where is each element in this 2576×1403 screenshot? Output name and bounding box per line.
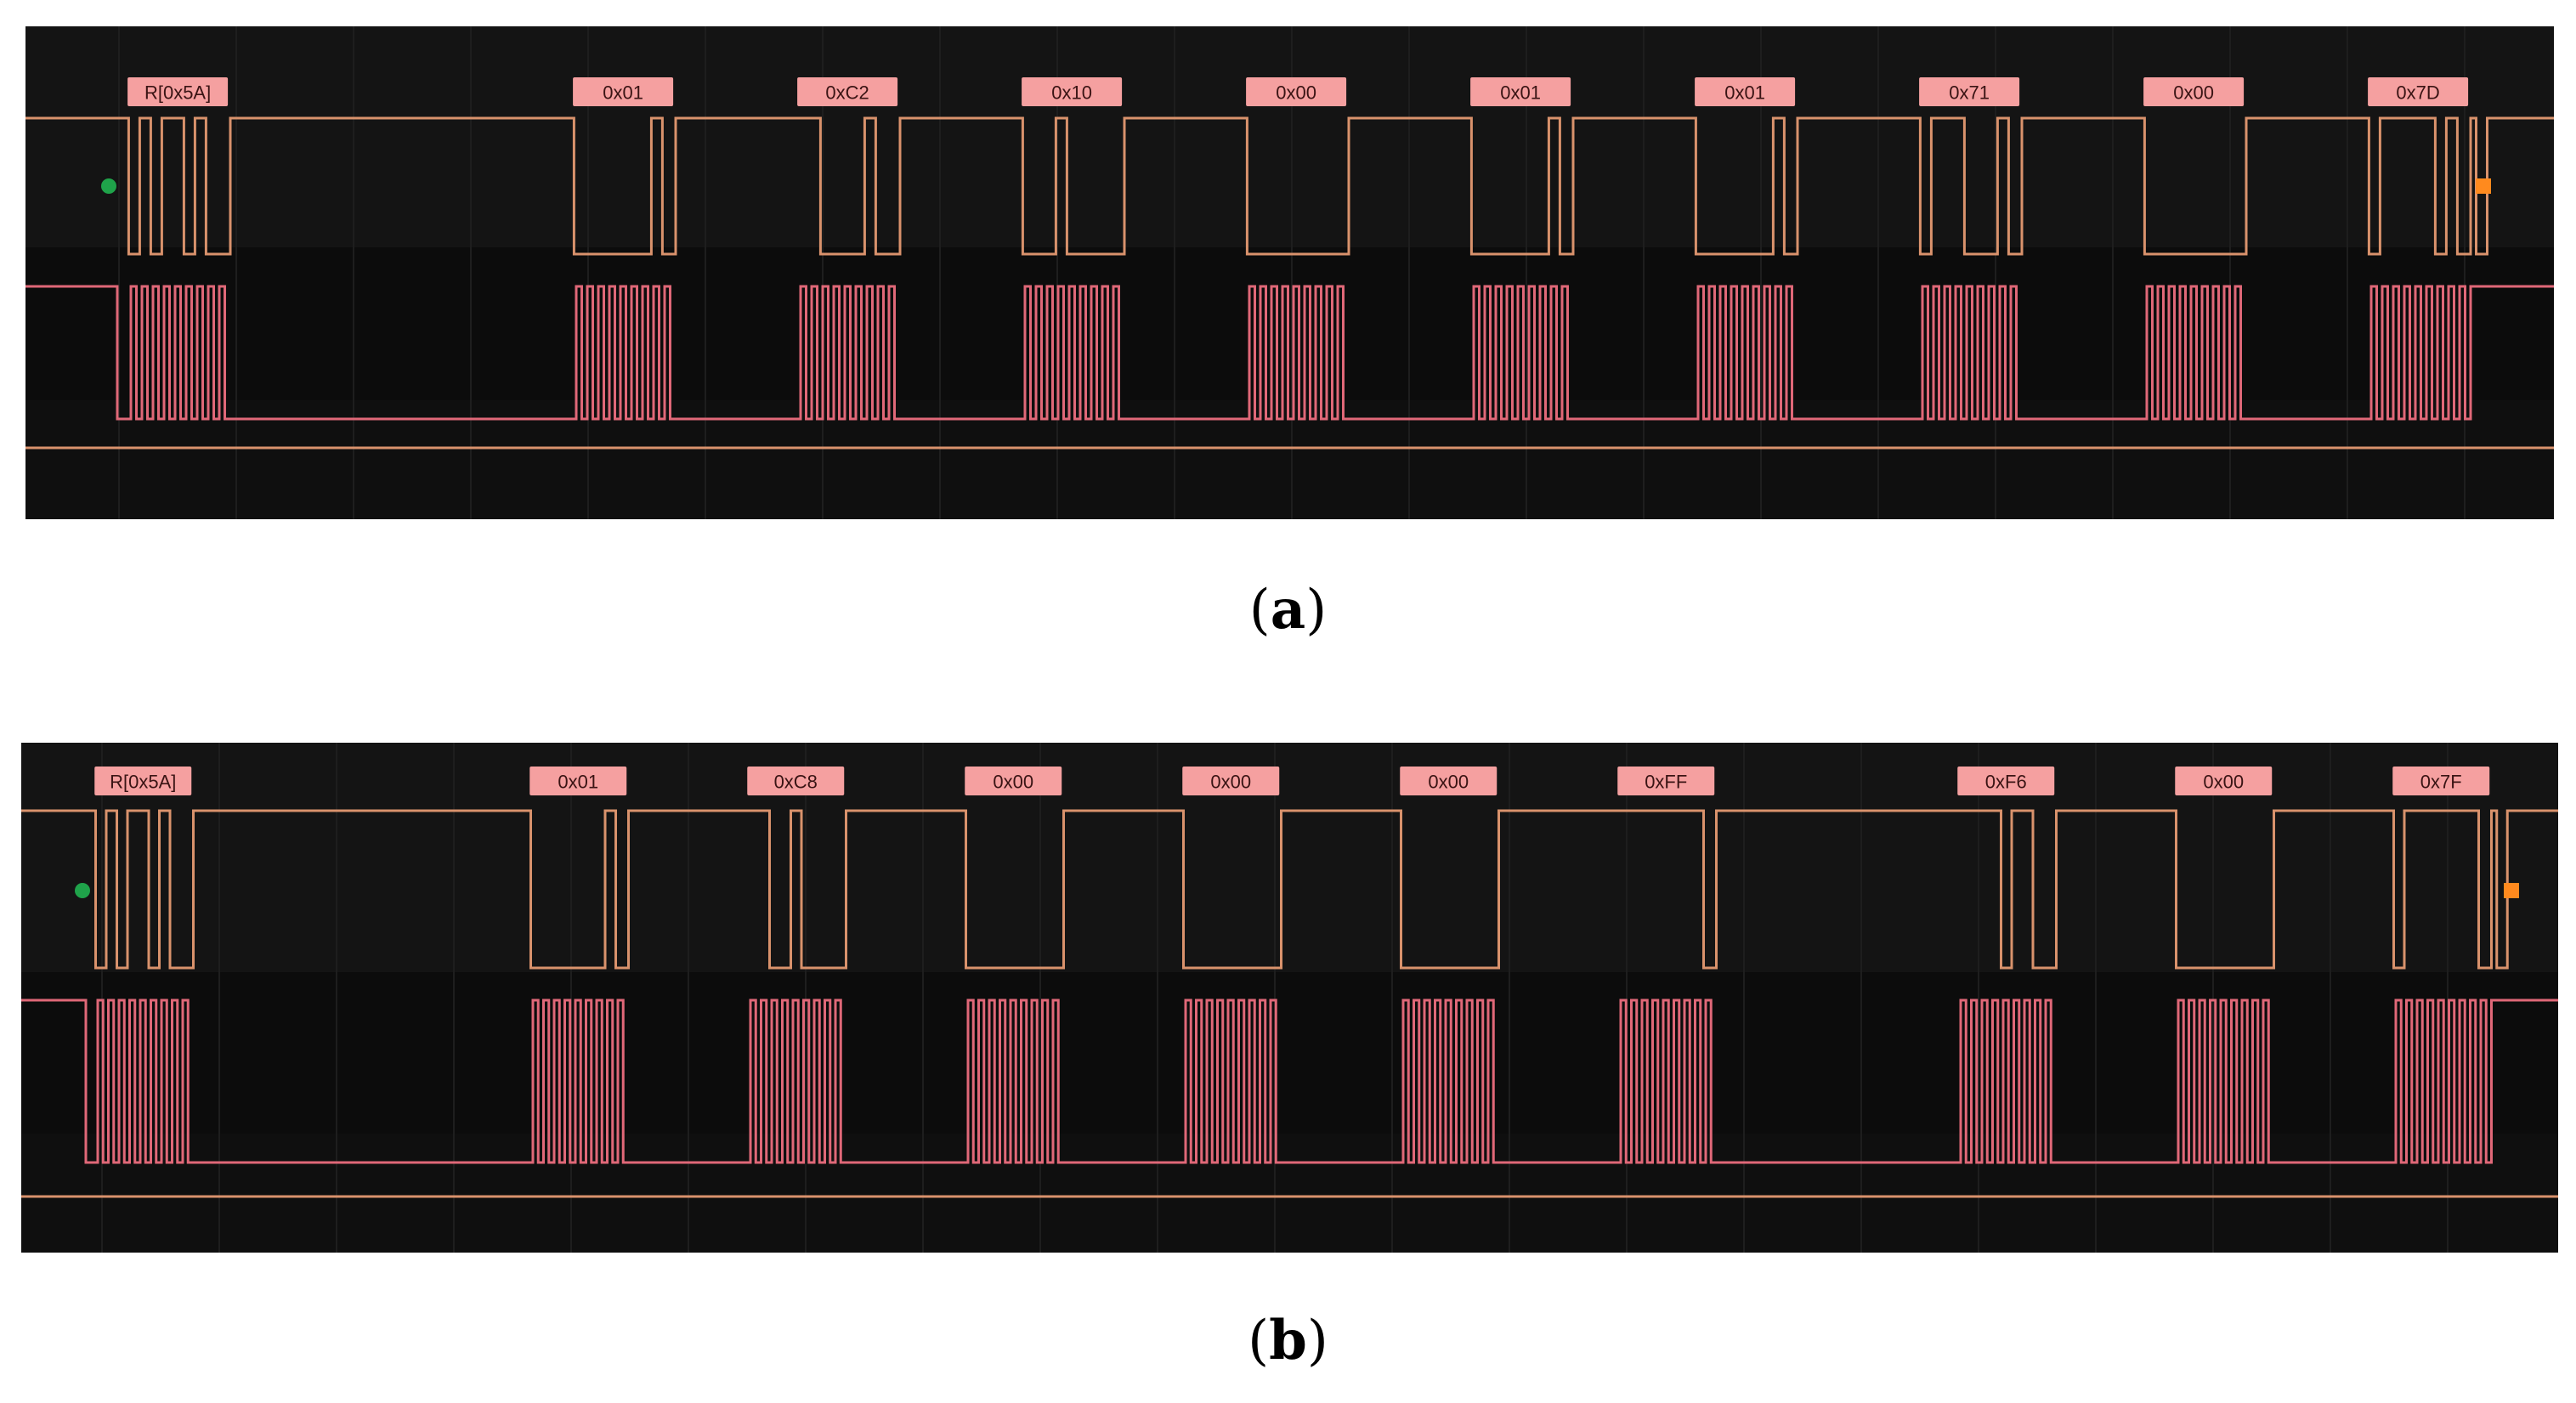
decoded-byte-label: 0x00 xyxy=(2143,77,2245,106)
svg-text:0x71: 0x71 xyxy=(1949,82,1990,104)
scl-trace xyxy=(25,285,2554,421)
decoded-byte-label: 0x01 xyxy=(1470,77,1571,106)
svg-text:0x00: 0x00 xyxy=(993,772,1033,793)
svg-text:0x01: 0x01 xyxy=(1500,82,1541,104)
waveform-canvas-b: R[0x5A] 0x01 0xC8 0x00 0x00 0x00 0xFF 0xF6 0x00 0… xyxy=(21,743,2558,1253)
waveform-panel-a: R[0x5A] 0x01 0xC2 0x10 0x00 0x01 0x01 0x71 0x00 0… xyxy=(25,26,2554,519)
svg-text:0x7D: 0x7D xyxy=(2396,82,2439,104)
svg-text:0x01: 0x01 xyxy=(558,772,598,793)
svg-text:0xC2: 0xC2 xyxy=(825,82,869,104)
start-marker-icon[interactable] xyxy=(75,883,90,898)
svg-text:0xC8: 0xC8 xyxy=(774,772,818,793)
svg-text:0x01: 0x01 xyxy=(1724,82,1765,104)
scl-lane xyxy=(25,247,2554,400)
svg-text:0xFF: 0xFF xyxy=(1645,772,1687,793)
decoded-byte-label: 0x00 xyxy=(2175,767,2273,795)
svg-text:0x00: 0x00 xyxy=(2173,82,2214,104)
decoded-byte-label: R[0x5A] xyxy=(127,77,229,106)
decoded-byte-label: 0x7D xyxy=(2368,77,2469,106)
decoded-byte-label: 0x00 xyxy=(1246,77,1347,106)
decoded-byte-label: 0x00 xyxy=(1400,767,1497,795)
decoded-byte-label: R[0x5A] xyxy=(94,767,192,795)
decoded-byte-label: 0xF6 xyxy=(1957,767,2055,795)
svg-text:R[0x5A]: R[0x5A] xyxy=(110,772,176,793)
caption-a: (a) xyxy=(1248,578,1328,642)
start-marker-icon[interactable] xyxy=(101,178,116,194)
end-marker-icon[interactable] xyxy=(2476,178,2491,194)
decoded-byte-label: 0x01 xyxy=(1695,77,1796,106)
scl-lane xyxy=(21,972,2558,1134)
svg-text:0xF6: 0xF6 xyxy=(1985,772,2027,793)
svg-text:0x00: 0x00 xyxy=(1428,772,1469,793)
svg-text:0x10: 0x10 xyxy=(1051,82,1092,104)
scl-trace xyxy=(21,999,2558,1164)
svg-text:0x7F: 0x7F xyxy=(2420,772,2462,793)
decoded-byte-label: 0x10 xyxy=(1022,77,1123,106)
decoded-byte-label: 0x01 xyxy=(529,767,627,795)
svg-text:R[0x5A]: R[0x5A] xyxy=(144,82,211,104)
decoded-byte-label: 0x00 xyxy=(1182,767,1280,795)
decoded-byte-label: 0x71 xyxy=(1919,77,2020,106)
decoded-byte-label: 0xC2 xyxy=(797,77,898,106)
caption-b: (b) xyxy=(1248,1309,1328,1372)
decoder-lane xyxy=(21,743,2558,792)
svg-text:0x00: 0x00 xyxy=(2203,772,2244,793)
svg-text:0x00: 0x00 xyxy=(1276,82,1316,104)
svg-text:0x01: 0x01 xyxy=(603,82,643,104)
decoded-byte-label: 0x01 xyxy=(573,77,674,106)
decoded-byte-label: 0xFF xyxy=(1617,767,1715,795)
svg-text:0x00: 0x00 xyxy=(1210,772,1251,793)
sda-trace xyxy=(25,116,2554,256)
decoder-lane xyxy=(25,26,2554,71)
decoded-byte-label: 0x7F xyxy=(2392,767,2490,795)
sda-trace xyxy=(21,809,2558,970)
decoded-byte-label: 0x00 xyxy=(965,767,1062,795)
waveform-canvas-a: R[0x5A] 0x01 0xC2 0x10 0x00 0x01 0x01 0x71 0x00 0… xyxy=(25,26,2554,519)
end-marker-icon[interactable] xyxy=(2504,883,2519,898)
waveform-panel-b: R[0x5A] 0x01 0xC8 0x00 0x00 0x00 0xFF 0xF6 0x00 0… xyxy=(21,743,2558,1253)
decoded-byte-label: 0xC8 xyxy=(747,767,845,795)
